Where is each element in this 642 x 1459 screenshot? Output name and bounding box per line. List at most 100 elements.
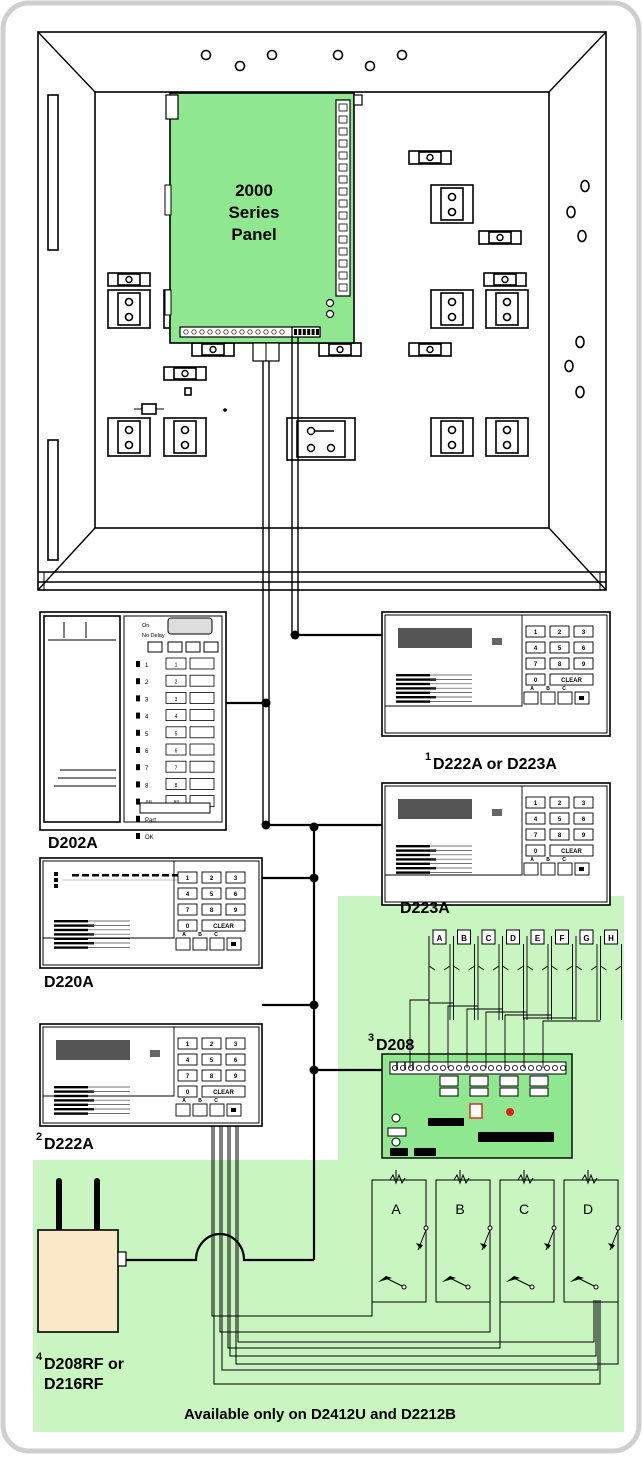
zone-label: H <box>608 934 614 943</box>
zone-key-label: 7 <box>175 766 178 772</box>
keypad-key <box>177 1085 198 1098</box>
keypad-key <box>201 1069 222 1082</box>
zone-key-label: 2 <box>175 680 178 686</box>
keypad-key-label: 4 <box>534 646 538 652</box>
zone-label: 8 <box>145 783 149 789</box>
zone-led <box>136 712 140 719</box>
zone-label: D <box>583 1201 593 1217</box>
terminal <box>338 211 348 220</box>
terminal <box>439 1065 446 1072</box>
function-key-label: A <box>530 857 534 863</box>
keypad-key-label: 0 <box>534 678 538 684</box>
keypad-key <box>225 871 246 884</box>
zone-label: 5 <box>145 732 149 738</box>
keypad-key <box>225 1069 246 1082</box>
zone-label: C <box>486 934 492 943</box>
terminal <box>455 1065 462 1072</box>
zone-label: C <box>519 1201 529 1217</box>
terminal <box>338 283 348 292</box>
relay <box>499 1075 519 1087</box>
keypad-key-label: 2 <box>558 801 562 807</box>
zone-label: 3 <box>145 697 149 703</box>
standoff <box>107 289 151 329</box>
terminal <box>298 329 302 335</box>
zone-label: 4 <box>145 715 149 721</box>
zone-led <box>136 798 140 805</box>
eol-resistor <box>517 1173 534 1185</box>
terminal <box>338 259 348 268</box>
zone-resistor <box>604 929 618 945</box>
terminal <box>191 329 197 335</box>
keypad-key-label: 1 <box>186 876 190 882</box>
status-led <box>492 638 502 645</box>
keypad-key-label: 6 <box>234 892 238 898</box>
keypad-key <box>177 1069 198 1082</box>
control-panel: 2000 Series Panel <box>164 92 363 362</box>
keypad-key <box>525 844 546 857</box>
zone-key <box>165 778 187 790</box>
keypad-key <box>525 625 546 638</box>
terminal <box>471 1065 478 1072</box>
keypad-key-label: CLEAR <box>213 924 234 930</box>
terminal <box>279 329 285 335</box>
keypad-key <box>225 1037 246 1050</box>
keypad-key-label: 5 <box>210 1058 214 1064</box>
zone-key <box>165 726 187 739</box>
standoff <box>430 184 474 224</box>
function-key <box>523 862 539 876</box>
d223a-label: D223A <box>400 900 450 917</box>
function-key-label: C <box>562 686 566 692</box>
d202a-on-label: On <box>142 623 149 629</box>
relay <box>529 1075 549 1087</box>
function-key <box>209 937 225 951</box>
zone-loop <box>371 1179 427 1303</box>
lcd-display <box>56 1040 130 1060</box>
zone-key <box>165 743 187 756</box>
zone-key <box>165 657 187 670</box>
keypad-key <box>549 625 570 638</box>
keypad-key-label: 2 <box>210 876 214 882</box>
zone-label: F <box>560 934 565 943</box>
keypad-key-label: 3 <box>582 801 586 807</box>
zone-loop <box>499 1179 555 1303</box>
eol-resistor <box>389 1173 406 1185</box>
keypad-key <box>525 812 546 825</box>
standoff <box>408 150 452 165</box>
keypad-key <box>573 828 594 841</box>
function-key <box>540 691 556 705</box>
terminal <box>255 329 261 335</box>
function-key-label: A <box>182 1098 186 1104</box>
keypad-key <box>549 796 570 809</box>
relay <box>439 1075 459 1087</box>
keypad-key <box>177 1053 198 1066</box>
rf-label-line1: D208RF or <box>44 1356 124 1373</box>
standoff <box>318 342 362 357</box>
zone-label: B <box>455 1201 464 1217</box>
keypad-key-label: 3 <box>234 1042 238 1048</box>
relay <box>439 1087 459 1097</box>
d222a-label: D222A <box>44 1136 94 1153</box>
d202a-no-delay-label: No Delay <box>142 633 165 639</box>
zone-led <box>136 747 140 753</box>
keypad-key-label: 8 <box>210 908 214 914</box>
rf-receiver: 4 D208RF or D216RF <box>36 1178 127 1393</box>
keypad-key <box>573 641 594 654</box>
zone-resistor <box>481 929 496 945</box>
keypad-key-label: 7 <box>534 662 538 668</box>
function-key <box>175 1103 191 1117</box>
d222a-superscript: 2 <box>36 1131 42 1143</box>
zone-led <box>136 781 140 788</box>
terminal <box>431 1065 438 1072</box>
standoff <box>430 289 474 329</box>
zone-key <box>165 709 187 721</box>
terminal <box>263 329 269 335</box>
function-key <box>557 691 573 705</box>
terminal <box>338 139 348 148</box>
zone-resistor <box>457 929 471 945</box>
zone-led <box>136 764 140 771</box>
terminal <box>247 329 253 335</box>
d222a-or-d223a-superscript: 1 <box>425 751 431 763</box>
